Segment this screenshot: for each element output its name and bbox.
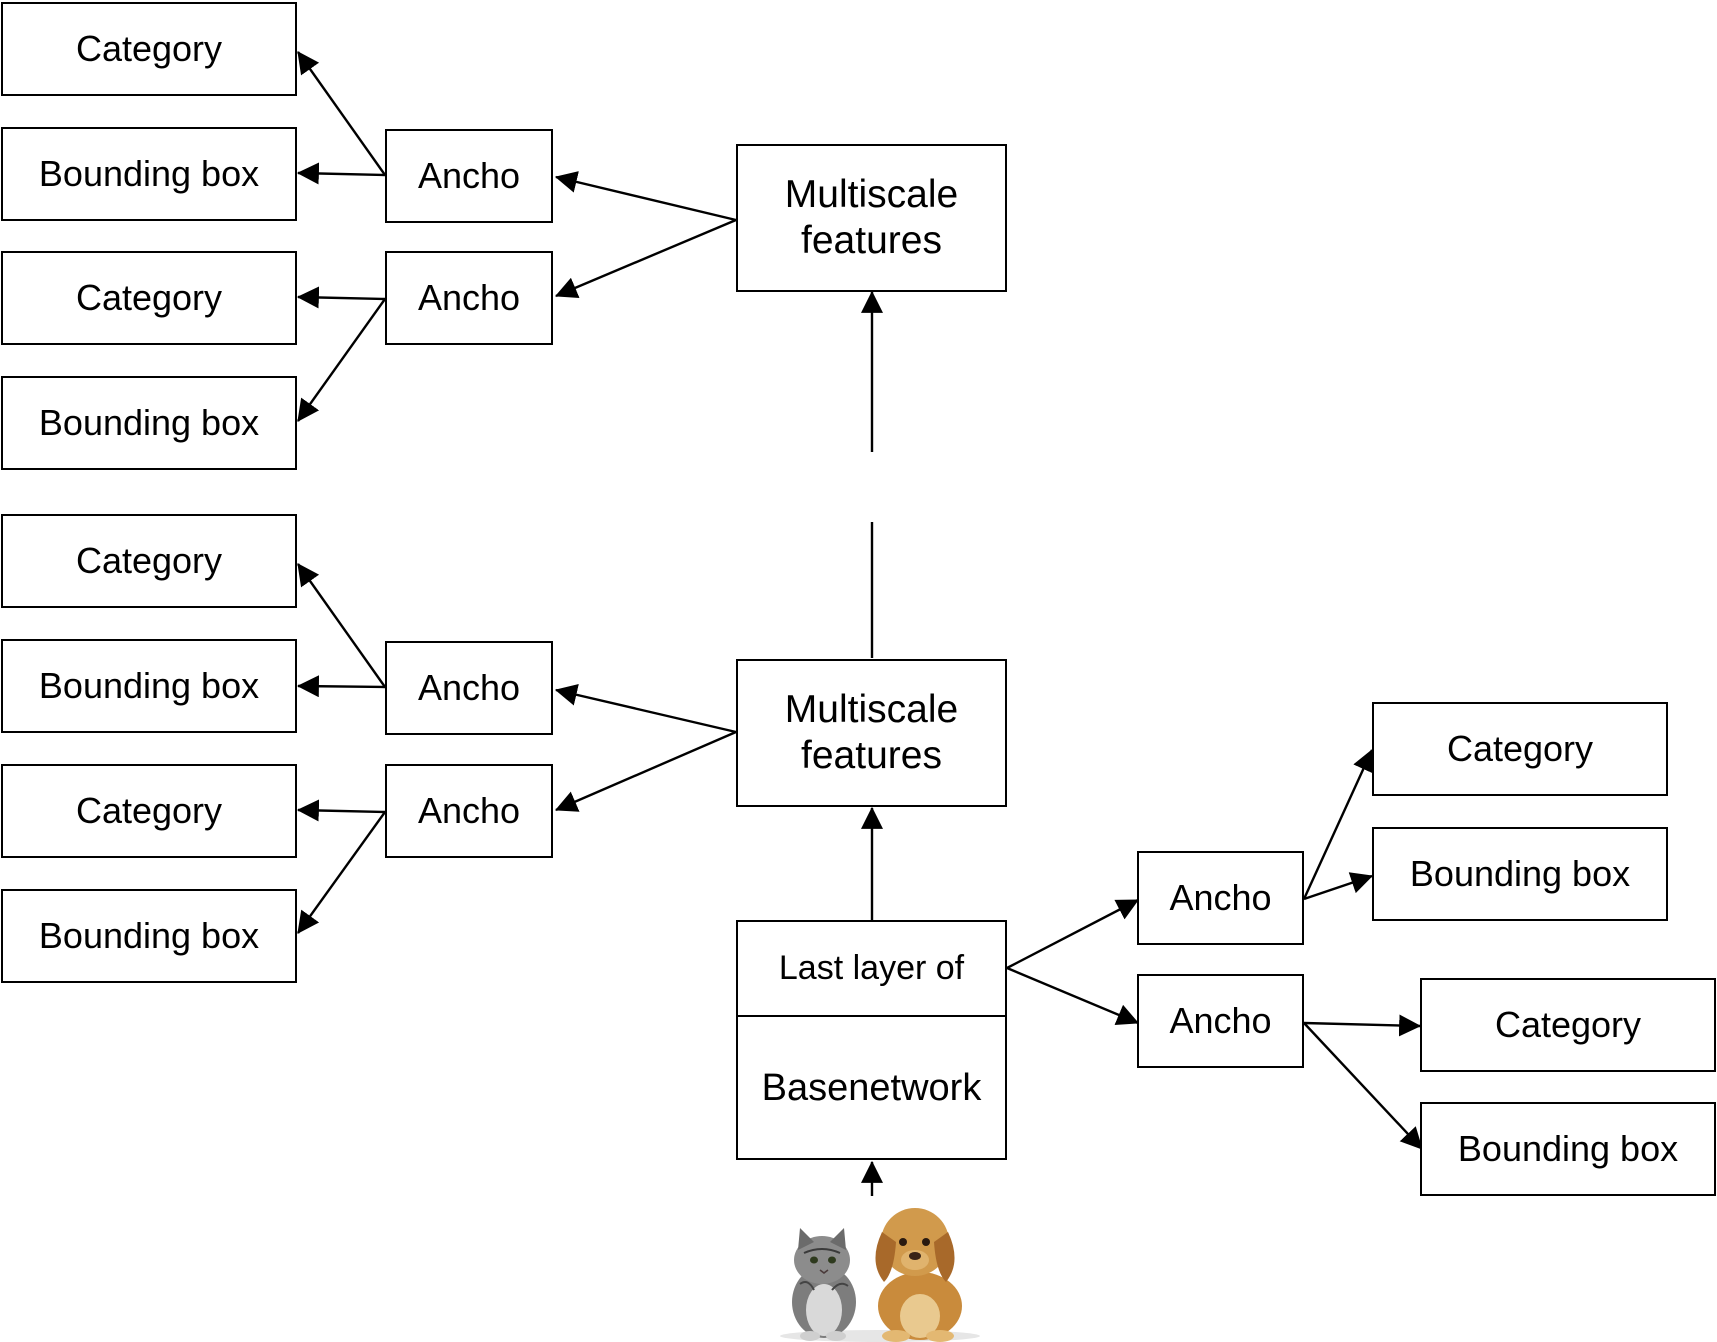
output-category-3: Category	[1, 514, 297, 608]
arrow-a1-category	[297, 51, 386, 176]
arrow-c2-bbox	[1303, 1022, 1423, 1150]
dog-icon	[875, 1208, 962, 1342]
arrow-b2-category	[296, 799, 386, 822]
anchor-box-b2: Ancho	[385, 764, 553, 858]
anchor-box-b1: Ancho	[385, 641, 553, 735]
output-category-1: Category	[1, 2, 297, 96]
output-category-2: Category	[1, 251, 297, 345]
cat-icon	[792, 1228, 856, 1341]
arrow-b1-bbox	[296, 675, 386, 698]
output-bounding-box-1: Bounding box	[1, 127, 297, 221]
output-bounding-box-5: Bounding box	[1372, 827, 1668, 921]
arrow-a2-category	[296, 286, 386, 309]
output-bounding-box-6: Bounding box	[1420, 1102, 1716, 1196]
base-network-label: Basenetwork	[761, 1066, 982, 1109]
arrow-base-c1	[1006, 898, 1139, 970]
output-category-6: Category	[1420, 978, 1716, 1072]
arrow-ms-top-a2	[554, 218, 737, 299]
arrow-base-c2	[1006, 966, 1140, 1026]
arrow-ms-mid-b1	[554, 684, 737, 734]
arrow-c1-category	[1302, 748, 1374, 900]
output-bounding-box-2: Bounding box	[1, 376, 297, 470]
anchor-box-c1: Ancho	[1137, 851, 1304, 945]
base-network-block: Last layer of Basenetwork	[736, 920, 1007, 1160]
arrow-ms-top-a1	[554, 171, 737, 222]
arrow-b1-category	[297, 563, 386, 688]
arrow-c2-category	[1303, 1014, 1422, 1037]
output-bounding-box-4: Bounding box	[1, 889, 297, 983]
arrow-c1-bbox	[1303, 872, 1374, 901]
anchor-box-a2: Ancho	[385, 251, 553, 345]
output-category-5: Category	[1372, 702, 1668, 796]
arrow-a1-bbox	[296, 162, 386, 185]
arrow-a2-bbox	[297, 298, 386, 422]
last-layer-label: Last layer of	[738, 922, 1005, 1017]
output-category-4: Category	[1, 764, 297, 858]
output-bounding-box-3: Bounding box	[1, 639, 297, 733]
arrow-b2-bbox	[297, 811, 386, 934]
anchor-box-a1: Ancho	[385, 129, 553, 223]
anchor-box-c2: Ancho	[1137, 974, 1304, 1068]
arrow-ms-mid-b2	[554, 730, 737, 812]
cat-and-dog-image	[780, 1208, 980, 1342]
